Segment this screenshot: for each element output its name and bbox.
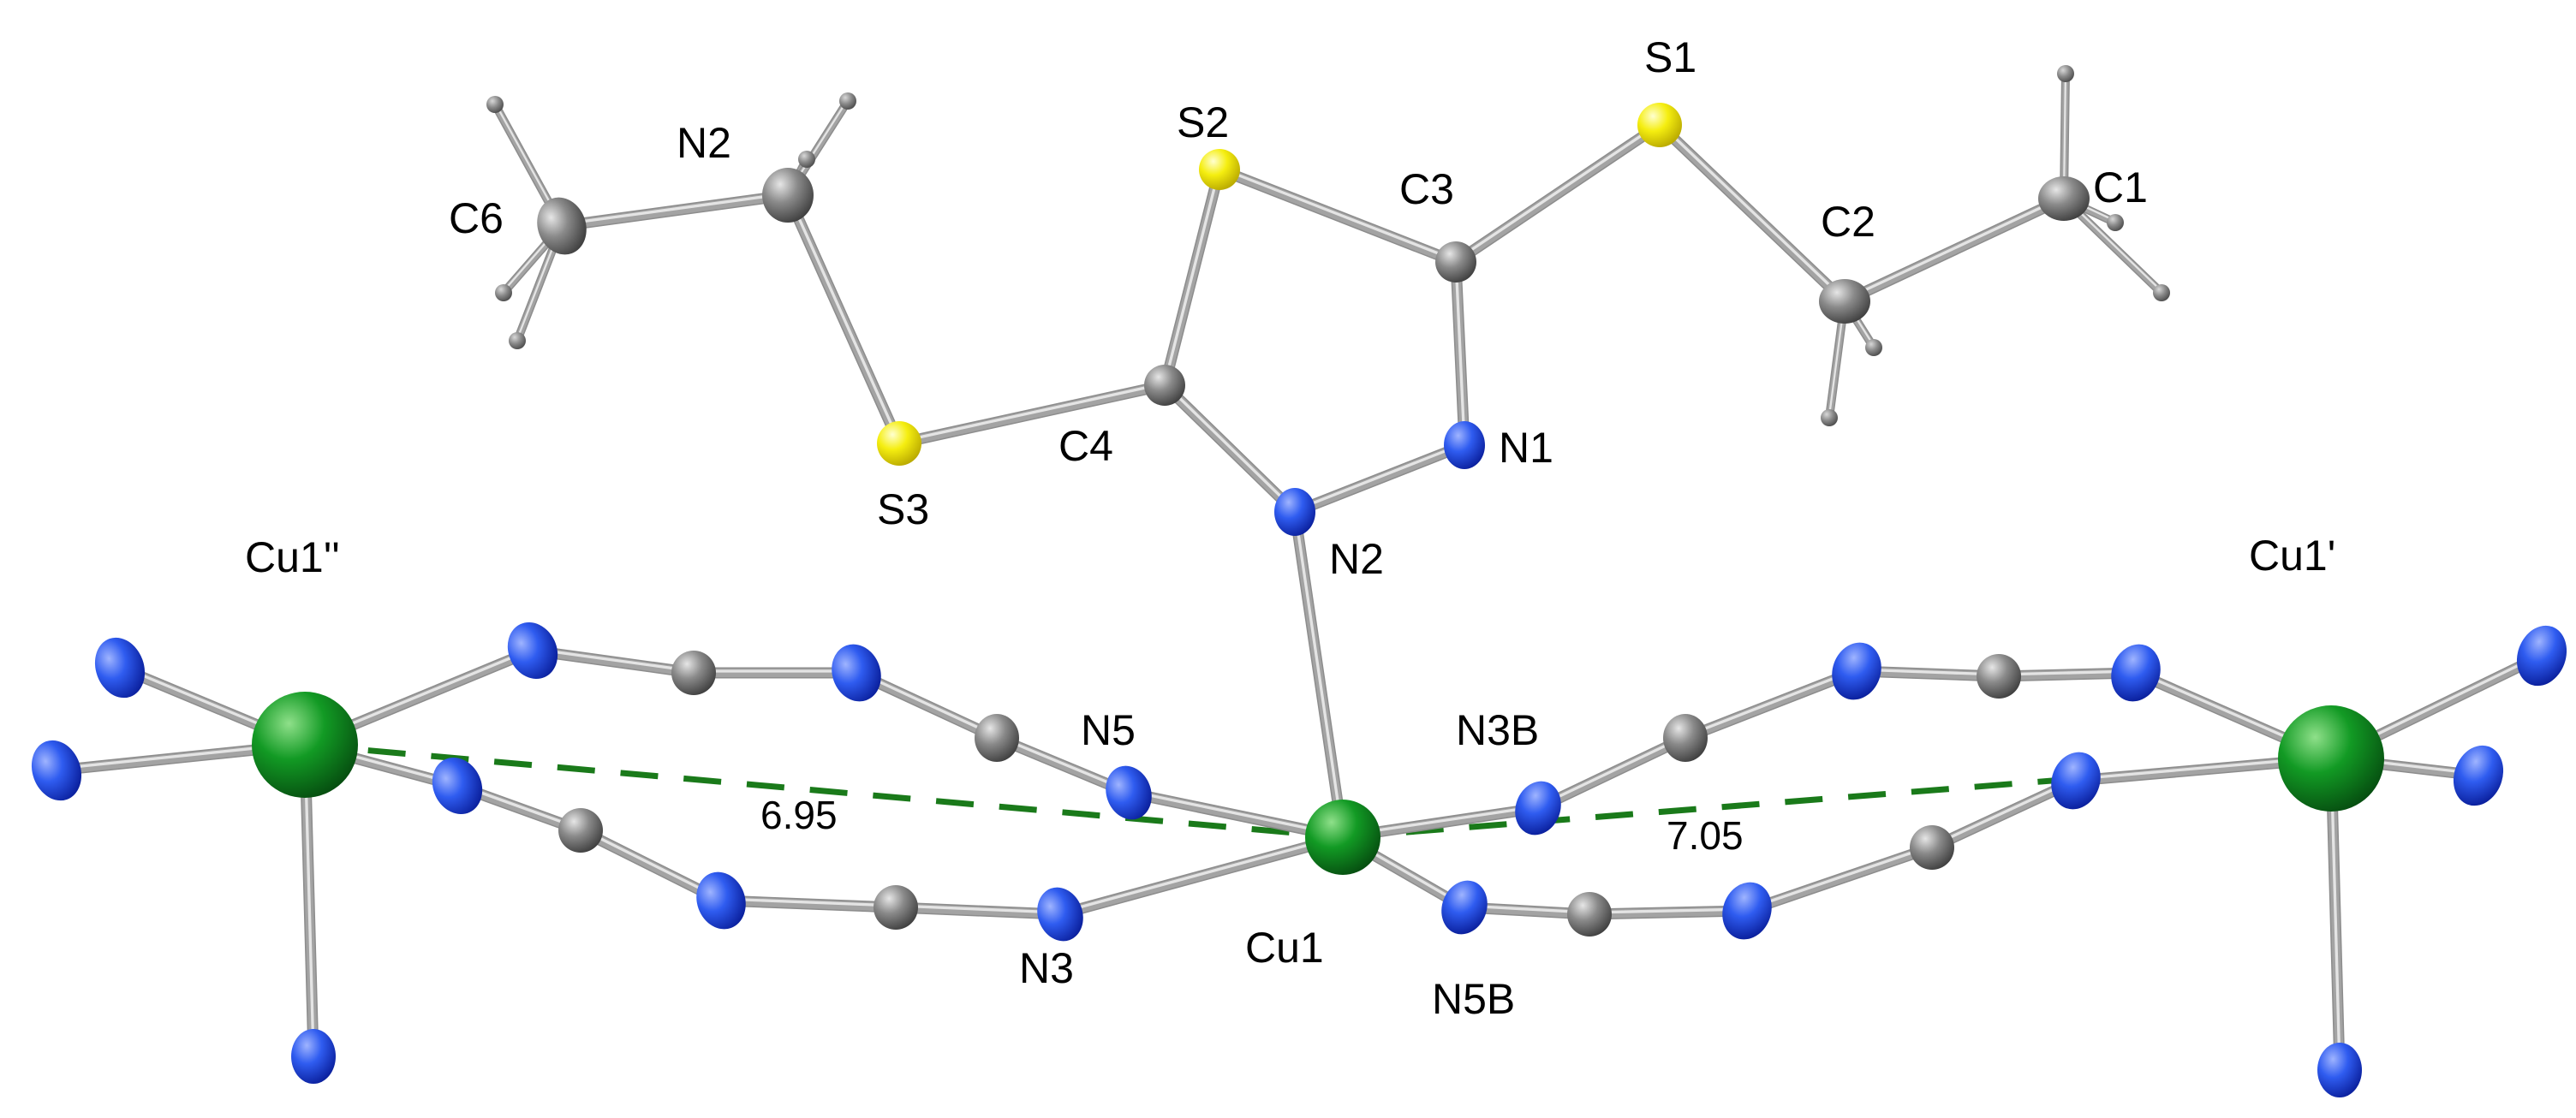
carbon-atom-lb4 bbox=[874, 885, 918, 930]
label-cu1: Cu1 bbox=[1245, 924, 1324, 972]
carbon-atom-la4 bbox=[975, 714, 1019, 762]
nitrogen-atom-n1 bbox=[1444, 421, 1485, 469]
copper-atom-cu1pp bbox=[252, 692, 358, 798]
label-c3: C3 bbox=[1399, 165, 1454, 213]
copper-atom-cu1 bbox=[1305, 800, 1380, 875]
nitrogen-atom-rb2 bbox=[1722, 882, 1772, 940]
nitrogen-atom-lp2 bbox=[31, 740, 82, 801]
label-c6: C6 bbox=[449, 194, 504, 242]
nitrogen-atom-n5 bbox=[1106, 765, 1152, 820]
nitrogen-atom-rp2 bbox=[2453, 745, 2504, 806]
carbon-atom-c2 bbox=[1819, 279, 1870, 324]
bond-rb2-rb3 bbox=[1741, 841, 1938, 917]
carbon-atom-c1 bbox=[2038, 176, 2090, 221]
bond-lb4-lb3 bbox=[715, 895, 902, 913]
bond-n3b-ra1 bbox=[1532, 732, 1691, 814]
label-s1: S1 bbox=[1644, 33, 1696, 81]
bond-n1-n2 bbox=[1289, 439, 1470, 518]
nitrogen-atom-rp1 bbox=[2516, 625, 2567, 687]
atom-labels: Cu1'' Cu1' Cu1 N5 N3 N3B N5B N2 N1 C4 C3… bbox=[245, 33, 2335, 1023]
label-c4: C4 bbox=[1058, 422, 1113, 470]
hydrogen-atom-h1a bbox=[2057, 65, 2074, 82]
sulfur-atom-s3 bbox=[877, 421, 921, 466]
label-cu1p: Cu1' bbox=[2249, 532, 2335, 580]
bond-c2-c1 bbox=[1839, 193, 2070, 307]
label-n2-top: N2 bbox=[677, 119, 731, 167]
bond-la2-la1 bbox=[527, 645, 700, 679]
copper-atom-cu1p bbox=[2278, 705, 2384, 812]
label-s3: S3 bbox=[877, 485, 929, 533]
bond-cu1-n3 bbox=[1054, 831, 1349, 920]
carbon-atom-la2 bbox=[671, 651, 716, 695]
bond-n3-lb4 bbox=[890, 901, 1066, 920]
bond-s2-c3 bbox=[1213, 164, 1462, 268]
carbon-atom-lb2 bbox=[558, 808, 603, 853]
nitrogen-atom-ra4 bbox=[2111, 644, 2161, 702]
carbon-atom-c4 bbox=[1144, 365, 1185, 406]
bond-c4-s2 bbox=[1159, 164, 1225, 391]
bond-s3-n2t bbox=[782, 189, 905, 449]
label-c2: C2 bbox=[1821, 198, 1875, 246]
label-n5b: N5B bbox=[1432, 975, 1515, 1023]
dist-line-left bbox=[304, 741, 1344, 841]
nitrogen-atom-n5b bbox=[1441, 880, 1488, 935]
carbon-atom-ra3 bbox=[1977, 654, 2021, 699]
carbon-atom-ra1 bbox=[1663, 714, 1708, 762]
bond-ra1-ra2 bbox=[1679, 665, 1863, 744]
nitrogen-atom-la3 bbox=[832, 644, 881, 702]
label-n5: N5 bbox=[1081, 706, 1136, 754]
nitrogen-atom-n2 bbox=[1274, 488, 1315, 536]
bond-n2t-c6 bbox=[556, 189, 794, 232]
carbon-atom-n2t bbox=[762, 168, 814, 223]
hydrogen-atom-hn2 bbox=[839, 92, 856, 110]
atoms bbox=[31, 65, 2567, 1097]
nitrogen-atom-n3b bbox=[1515, 781, 1561, 836]
hydrogen-atom-hn1 bbox=[798, 151, 815, 168]
nitrogen-atom-lb1 bbox=[432, 757, 483, 815]
carbon-atom-c3 bbox=[1435, 241, 1476, 282]
bond-n2-c4 bbox=[1159, 379, 1301, 518]
label-n1: N1 bbox=[1499, 424, 1553, 472]
hydrogen-atom-h6b bbox=[495, 284, 512, 301]
carbon-atom-rb3 bbox=[1910, 825, 1954, 870]
nitrogen-atom-lp3 bbox=[291, 1029, 336, 1084]
bond-rb1-rb2 bbox=[1583, 905, 1753, 920]
nitrogen-atom-n3 bbox=[1037, 887, 1083, 942]
distance-label-right: 7.05 bbox=[1667, 813, 1744, 858]
hydrogen-atom-h2b bbox=[1865, 339, 1882, 356]
carbon-atom-c6 bbox=[537, 197, 587, 255]
bond-s3-c4 bbox=[893, 379, 1171, 449]
hydrogen-atom-h6a bbox=[486, 96, 504, 113]
sulfur-atom-s2 bbox=[1199, 149, 1240, 190]
label-n3: N3 bbox=[1019, 944, 1074, 992]
nitrogen-atom-rp3 bbox=[2317, 1043, 2362, 1097]
label-n3b: N3B bbox=[1456, 706, 1539, 754]
sulfur-atom-s1 bbox=[1637, 103, 1682, 147]
nitrogen-atom-rb4 bbox=[2051, 752, 2101, 810]
bond-c3-s1 bbox=[1450, 119, 1666, 268]
nitrogen-atom-lp1 bbox=[94, 637, 146, 699]
hydrogen-atom-h1b bbox=[2153, 284, 2170, 301]
bond-c3-n1 bbox=[1450, 256, 1470, 451]
label-n2: N2 bbox=[1329, 535, 1384, 583]
hydrogen-atom-h2a bbox=[1821, 409, 1838, 426]
bond-la3-la2 bbox=[688, 667, 862, 679]
bond-s1-c2 bbox=[1654, 119, 1851, 307]
nitrogen-atom-la1 bbox=[507, 621, 558, 680]
label-c1: C1 bbox=[2093, 164, 2148, 211]
bond-n2-cu1 bbox=[1289, 506, 1349, 843]
label-cu1pp: Cu1'' bbox=[245, 533, 340, 581]
nitrogen-atom-lb3 bbox=[696, 871, 746, 930]
bonds bbox=[51, 69, 2548, 1076]
distance-label-left: 6.95 bbox=[760, 793, 838, 837]
label-s2: S2 bbox=[1177, 98, 1229, 146]
nitrogen-atom-ra2 bbox=[1832, 642, 1881, 700]
hydrogen-atom-h6c bbox=[509, 332, 526, 349]
hydrogen-atom-h1c bbox=[2107, 214, 2124, 231]
carbon-atom-rb1 bbox=[1567, 892, 1612, 937]
